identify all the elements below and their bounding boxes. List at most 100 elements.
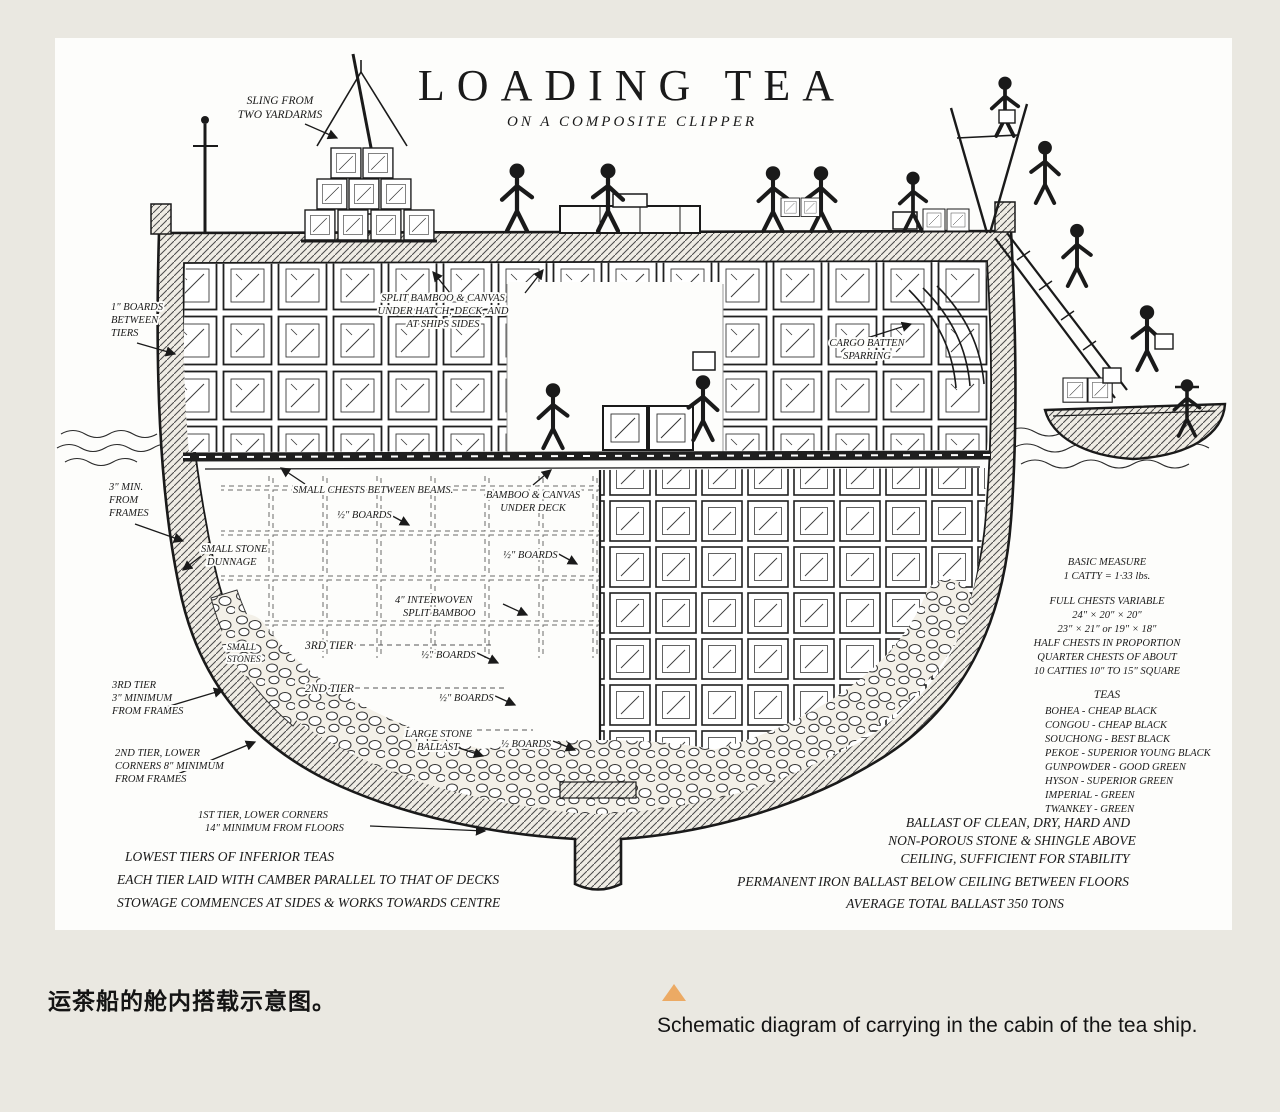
label-split-bamboo: UNDER HATCH, DECK, AND bbox=[378, 306, 509, 317]
label-tea: IMPERIAL - GREEN bbox=[1044, 790, 1136, 801]
label-third-tier-min: 3" MINIMUM bbox=[111, 693, 173, 704]
label-tea: GUNPOWDER - GOOD GREEN bbox=[1045, 762, 1187, 773]
note-bottom-left: LOWEST TIERS OF INFERIOR TEAS bbox=[124, 849, 334, 864]
aframe-leg bbox=[988, 103, 1029, 234]
bulwark-left bbox=[150, 203, 172, 235]
aframe-leg bbox=[949, 107, 989, 234]
diagram-subtitle: ON A COMPOSITE CLIPPER bbox=[507, 114, 757, 130]
ladder-worker bbox=[989, 74, 1021, 138]
label-second-tier-min: FROM FRAMES bbox=[114, 774, 187, 785]
label-third-tier-min: FROM FRAMES bbox=[111, 706, 184, 717]
deck-beam-line bbox=[182, 450, 992, 470]
label-small-stone-dunnage: DUNNAGE bbox=[206, 557, 257, 568]
label-sling: TWO YARDARMS bbox=[238, 109, 323, 121]
label-split-bamboo: SPLIT BAMBOO & CANVAS bbox=[381, 293, 505, 304]
label-small-stones: SMALL bbox=[227, 643, 256, 653]
note-ballast: PERMANENT IRON BALLAST BELOW CEILING BET… bbox=[736, 874, 1129, 889]
label-half-boards: ½" BOARDS bbox=[337, 510, 392, 521]
label-small-stone-dunnage: SMALL STONE bbox=[201, 544, 268, 555]
carried-chest bbox=[1154, 333, 1174, 350]
sling-rope bbox=[360, 71, 408, 147]
ballast bbox=[221, 579, 972, 815]
carried-chest bbox=[998, 109, 1016, 124]
label-third-tier: 3RD TIER bbox=[304, 640, 353, 652]
label-interwoven: SPLIT BAMBOO bbox=[403, 608, 476, 619]
label-teas-title: TEAS bbox=[1094, 689, 1120, 701]
deck-chest bbox=[922, 208, 946, 232]
label-basic-measure: 1 CATTY = 1·33 lbs. bbox=[1064, 571, 1151, 582]
boat-chest bbox=[1062, 377, 1088, 403]
pier-mast bbox=[193, 116, 218, 234]
label-first-tier-min: 14" MINIMUM FROM FLOORS bbox=[205, 823, 345, 834]
caption-english: Schematic diagram of carrying in the cab… bbox=[657, 1014, 1198, 1037]
ladder-worker bbox=[1029, 138, 1061, 205]
deck-chest bbox=[800, 197, 820, 217]
label-boards-between-tiers: TIERS bbox=[111, 328, 139, 339]
note-ballast: BALLAST OF CLEAN, DRY, HARD AND bbox=[906, 815, 1130, 830]
sling-rope bbox=[316, 71, 362, 147]
hatch-coaming bbox=[559, 205, 701, 234]
label-chest-sizes: HALF CHESTS IN PROPORTION bbox=[1033, 638, 1182, 649]
loose-chest bbox=[648, 405, 694, 451]
label-boards-between-tiers: 1" BOARDS bbox=[111, 302, 164, 313]
label-sling: SLING FROM bbox=[247, 95, 315, 107]
label-min-from-frames: FRAMES bbox=[108, 508, 149, 519]
ladder-worker bbox=[1061, 221, 1093, 288]
loading-tea-diagram: LOADING TEA ON A COMPOSITE CLIPPER bbox=[56, 53, 1227, 913]
lighter-scene bbox=[949, 74, 1227, 461]
label-bamboo-under-deck: BAMBOO & CANVAS bbox=[486, 490, 581, 501]
diagram-panel: LOADING TEA ON A COMPOSITE CLIPPER bbox=[55, 38, 1232, 930]
label-half-boards: ½" BOARDS bbox=[439, 693, 494, 704]
note-bottom-left: STOWAGE COMMENCES AT SIDES & WORKS TOWAR… bbox=[117, 895, 501, 910]
derrick-boom bbox=[351, 53, 375, 159]
label-chest-sizes: 24" × 20" × 20" bbox=[1072, 610, 1142, 621]
label-chest-sizes: 10 CATTIES 10" TO 15" SQUARE bbox=[1034, 666, 1181, 677]
label-tea: PEKOE - SUPERIOR YOUNG BLACK bbox=[1044, 748, 1212, 759]
label-bamboo-under-deck: UNDER DECK bbox=[500, 503, 567, 514]
label-first-tier-min: 1ST TIER, LOWER CORNERS bbox=[198, 810, 329, 821]
label-tea: HYSON - SUPERIOR GREEN bbox=[1044, 776, 1174, 787]
deck-worker bbox=[502, 164, 532, 232]
label-interwoven: 4" INTERWOVEN bbox=[395, 595, 473, 606]
planned-stowage-grid bbox=[221, 476, 600, 658]
ballast-mound bbox=[448, 740, 748, 792]
annotation-labels: SLING FROM TWO YARDARMS 1" BOARDS BETWEE… bbox=[106, 93, 908, 836]
label-min-from-frames: 3" MIN. bbox=[108, 482, 143, 493]
label-chest-sizes: QUARTER CHESTS OF ABOUT bbox=[1037, 652, 1178, 663]
label-large-stone-ballast: LARGE STONE bbox=[404, 729, 473, 740]
deck-scene bbox=[352, 164, 970, 234]
carried-chest bbox=[692, 351, 716, 371]
gangway bbox=[1006, 232, 1128, 391]
label-min-from-frames: FROM bbox=[108, 495, 139, 506]
label-boards-between-tiers: BETWEEN bbox=[111, 315, 159, 326]
note-ballast: NON-POROUS STONE & SHINGLE ABOVE bbox=[887, 833, 1137, 848]
label-chest-sizes: FULL CHESTS VARIABLE bbox=[1048, 596, 1165, 607]
bottom-notes: LOWEST TIERS OF INFERIOR TEAS EACH TIER … bbox=[114, 813, 1139, 913]
label-small-chests-beams: SMALL CHESTS BETWEEN BEAMS. bbox=[293, 485, 453, 496]
deck-chest bbox=[946, 208, 970, 232]
annotation-arrows bbox=[134, 123, 913, 836]
label-chest-sizes: 23" × 21" or 19" × 18" bbox=[1058, 624, 1157, 635]
label-half-boards: ½" BOARDS bbox=[503, 550, 558, 561]
label-second-tier-min: 2ND TIER, LOWER bbox=[115, 748, 200, 759]
measures-block: BASIC MEASURE 1 CATTY = 1·33 lbs. FULL C… bbox=[1031, 555, 1214, 817]
label-cargo-batten: CARGO BATTEN bbox=[829, 338, 905, 349]
note-ballast: AVERAGE TOTAL BALLAST 350 TONS bbox=[845, 896, 1064, 911]
lighter-boat-hull bbox=[1043, 402, 1227, 461]
diagram-title-block: LOADING TEA ON A COMPOSITE CLIPPER bbox=[418, 61, 834, 130]
gangway bbox=[994, 237, 1116, 399]
label-split-bamboo: AT SHIPS SIDES bbox=[406, 319, 481, 330]
label-basic-measure: BASIC MEASURE bbox=[1068, 557, 1147, 568]
label-half-boards-plain: ½ BOARDS bbox=[501, 739, 552, 750]
caption-marker-icon bbox=[662, 984, 686, 1001]
cargo-batten-arcs bbox=[908, 285, 985, 389]
note-bottom-left: EACH TIER LAID WITH CAMBER PARALLEL TO T… bbox=[116, 872, 499, 887]
keelson bbox=[559, 781, 637, 799]
label-tea: TWANKEY - GREEN bbox=[1045, 804, 1135, 815]
label-small-stones: STONES bbox=[227, 655, 261, 665]
label-large-stone-ballast: BALLAST bbox=[417, 742, 460, 753]
caption-chinese: 运茶船的舱内搭载示意图。 bbox=[48, 988, 336, 1014]
label-tea: CONGOU - CHEAP BLACK bbox=[1045, 720, 1168, 731]
label-tea: BOHEA - CHEAP BLACK bbox=[1045, 706, 1158, 717]
label-half-boards: ½" BOARDS bbox=[421, 650, 476, 661]
